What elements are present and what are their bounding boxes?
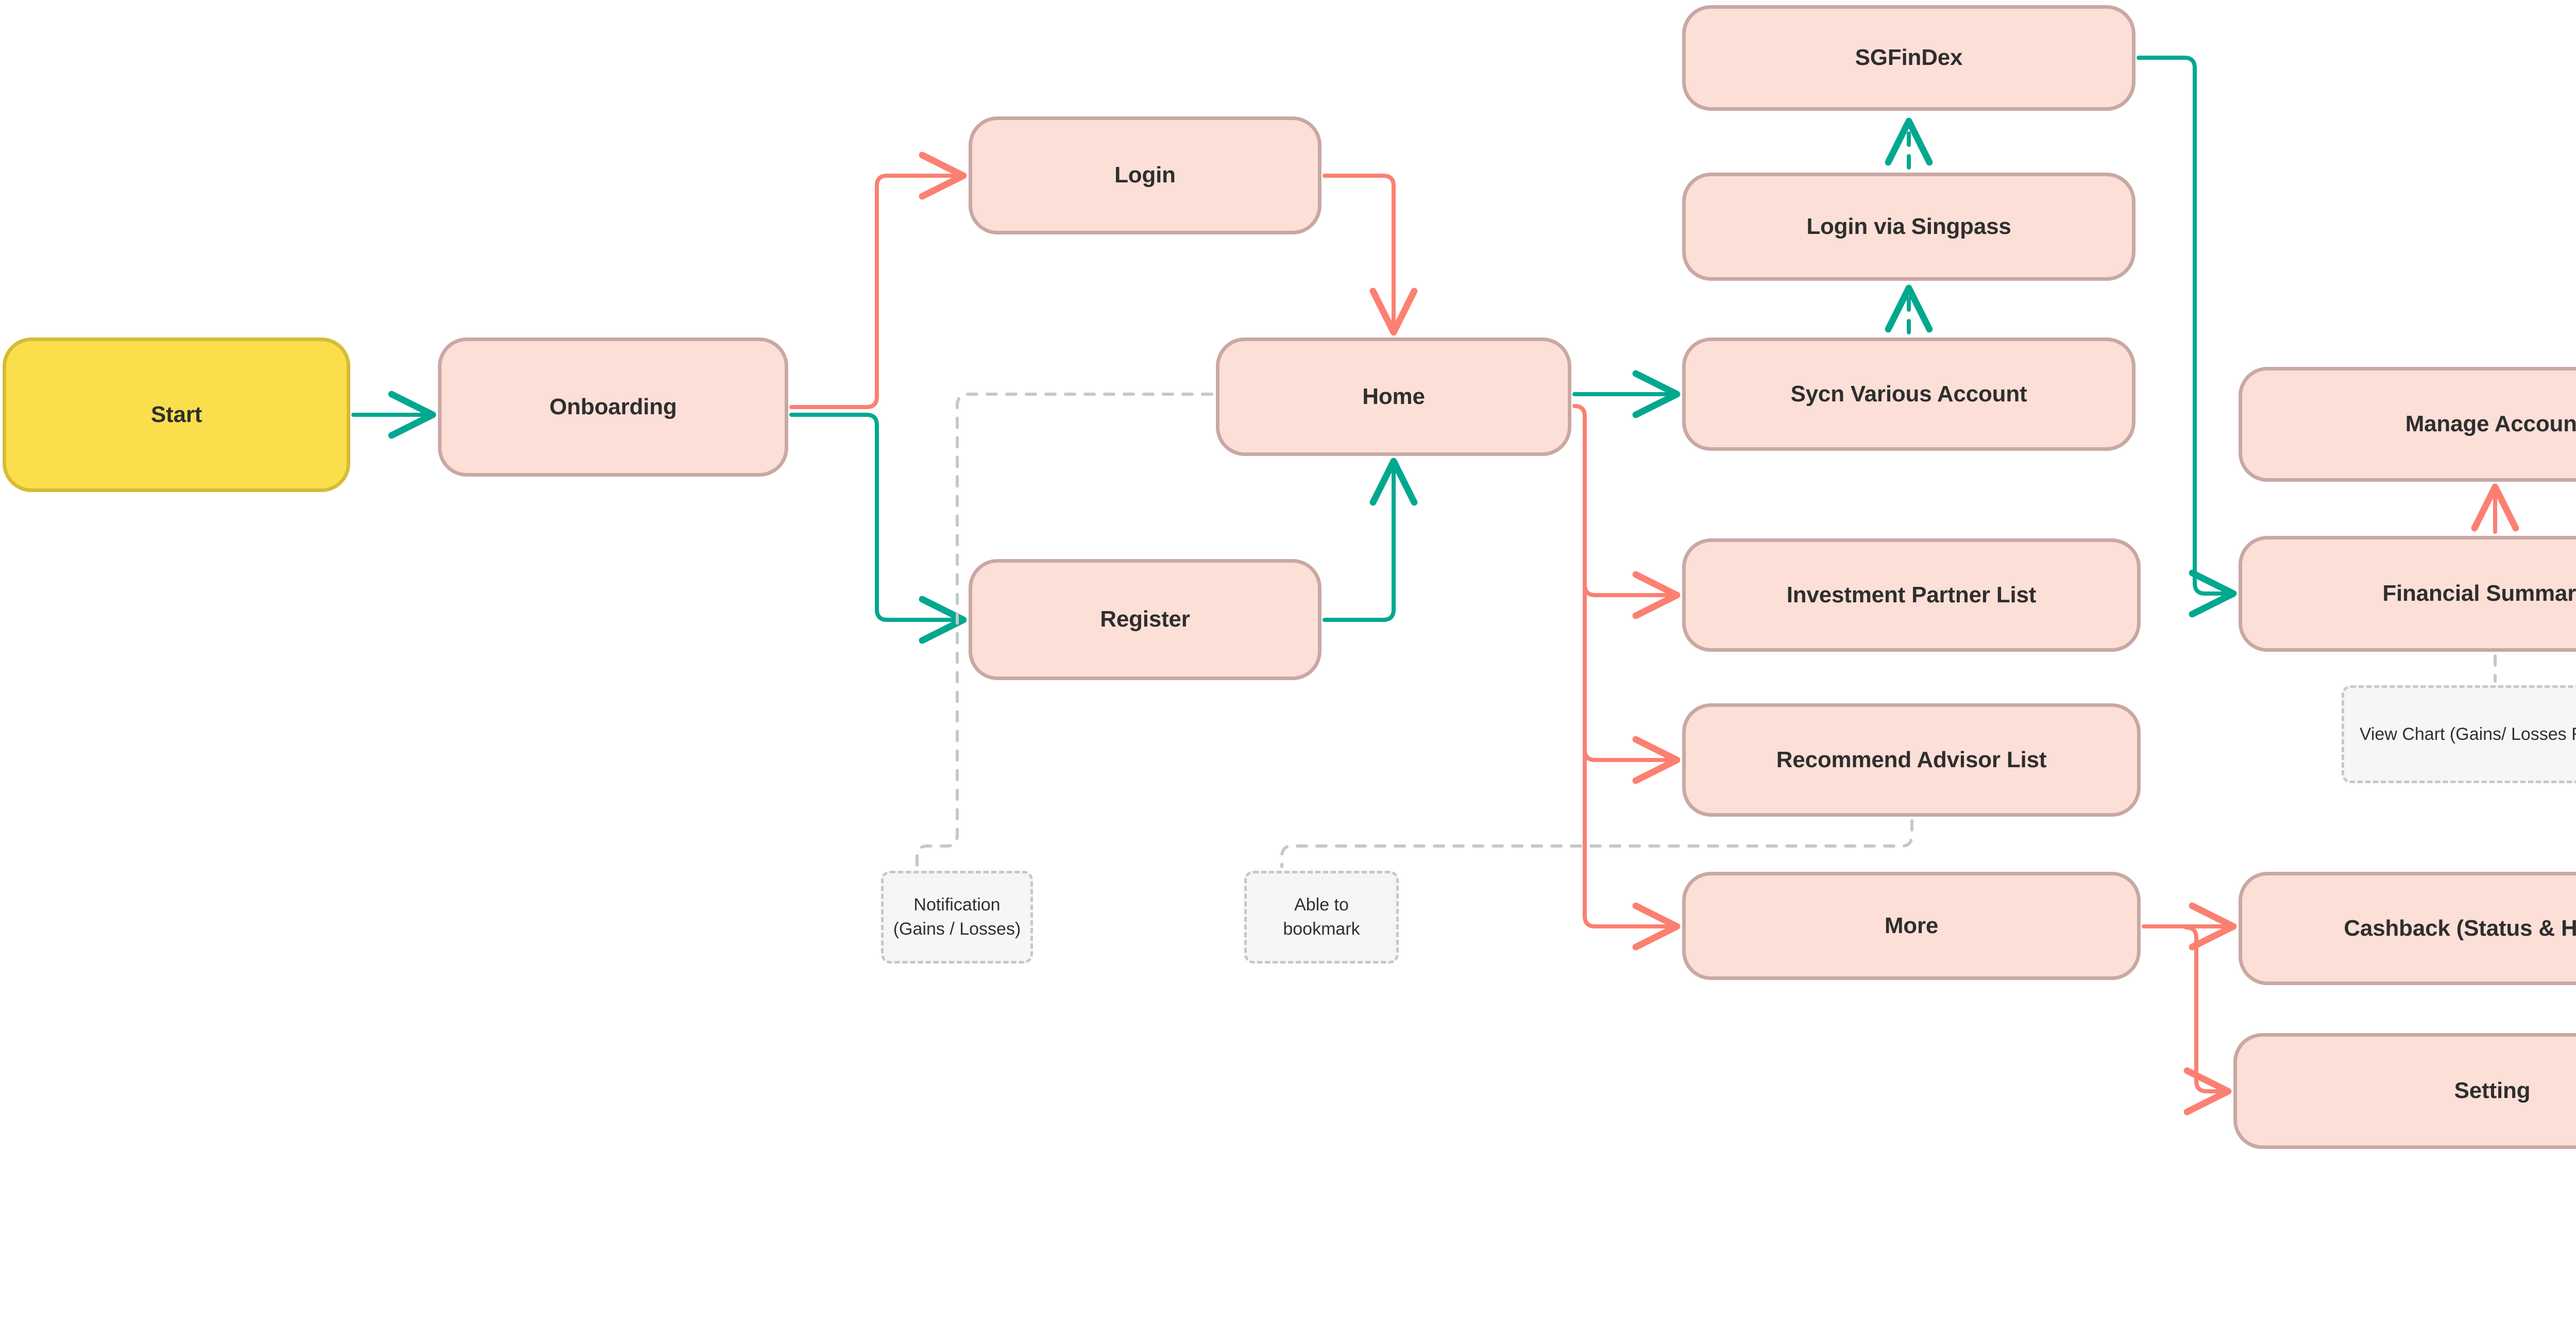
node-label: Recommend Advisor List (1776, 747, 2047, 772)
node-label: Login via Singpass (1806, 213, 2011, 239)
node-investment-partner-list[interactable]: Investment Partner List (1682, 538, 2141, 652)
edge-onboarding-login (789, 151, 967, 409)
edge-home-more (1583, 415, 1681, 951)
node-more[interactable]: More (1682, 872, 2141, 980)
node-label: SGFinDex (1855, 45, 1963, 71)
node-label: Login (1114, 162, 1176, 188)
note-notification: Notification (Gains / Losses) (881, 871, 1033, 964)
edge-advisor-note (1280, 819, 1913, 868)
node-label: Setting (2454, 1078, 2531, 1104)
node-sgfindex[interactable]: SGFinDex (1682, 5, 2136, 111)
node-label: Sycn Various Account (1790, 381, 2027, 407)
node-login-via-singpass[interactable]: Login via Singpass (1682, 173, 2136, 281)
node-manage-account[interactable]: Manage Account (2239, 367, 2576, 482)
node-label: Manage Account (2405, 411, 2576, 437)
node-recommend-advisor-list[interactable]: Recommend Advisor List (1682, 703, 2141, 817)
note-label: View Chart (Gains/ Losses Reports (2359, 724, 2576, 744)
edge-register-home (1323, 458, 1418, 622)
node-label: Register (1100, 606, 1190, 632)
note-view-chart: View Chart (Gains/ Losses Reports (2342, 685, 2576, 783)
node-label: Home (1362, 383, 1425, 409)
edge-more-setting (2183, 925, 2232, 1116)
node-label: More (1884, 913, 1939, 938)
edge-home-investment (1572, 404, 1681, 619)
node-setting[interactable]: Setting (2233, 1033, 2576, 1149)
note-able-to-bookmark: Able to bookmark (1244, 871, 1399, 964)
node-label: Cashback (Status & History) (2344, 915, 2576, 941)
edge-home-advisor (1583, 415, 1681, 784)
node-label: Investment Partner List (1786, 582, 2037, 607)
node-label: Onboarding (549, 394, 677, 419)
edge-login-home (1323, 174, 1418, 336)
node-start[interactable]: Start (3, 337, 350, 492)
note-label: Able to bookmark (1283, 895, 1360, 939)
node-financial-summaries[interactable]: Financial Summaries (2239, 536, 2576, 652)
node-onboarding[interactable]: Onboarding (438, 337, 788, 477)
node-home[interactable]: Home (1216, 337, 1571, 456)
node-label: Financial Summaries (2382, 581, 2576, 606)
edge-sgfindex-summaries (2137, 56, 2237, 618)
edge-onboarding-register (789, 413, 967, 644)
node-login[interactable]: Login (969, 116, 1321, 234)
note-label: Notification (Gains / Losses) (893, 895, 1021, 939)
node-label: Start (150, 401, 202, 427)
node-register[interactable]: Register (969, 559, 1321, 680)
node-cashback[interactable]: Cashback (Status & History) (2239, 872, 2576, 985)
node-sync-various-account[interactable]: Sycn Various Account (1682, 337, 2136, 451)
